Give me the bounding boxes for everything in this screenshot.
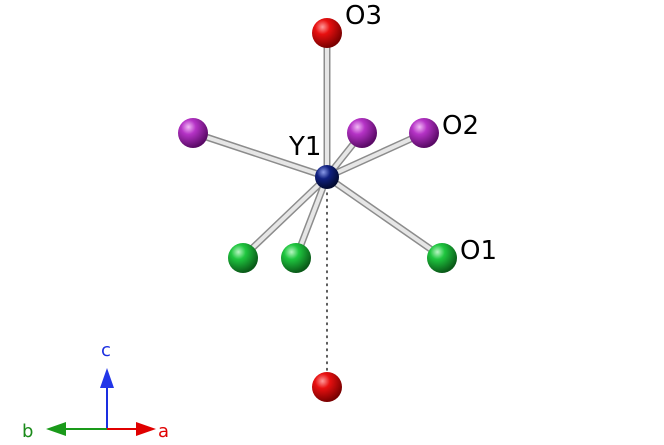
axis-a-label: a (158, 421, 169, 442)
atom-o1 (427, 243, 457, 273)
axis-b-label: b (22, 421, 33, 442)
label-y1: Y1 (288, 132, 321, 162)
atom-y1 (315, 165, 339, 189)
axis-a-arrow-icon (136, 422, 156, 436)
atom-o3 (312, 18, 342, 48)
axis-indicator: c a b (22, 340, 169, 442)
atom-o-bottom (312, 372, 342, 402)
atom-magenta-left (178, 118, 208, 148)
axis-b-arrow-icon (46, 422, 66, 436)
atom-green-mid (281, 243, 311, 273)
atom-magenta-mid (347, 118, 377, 148)
axis-c-arrow-icon (100, 368, 114, 388)
label-o2: O2 (442, 111, 479, 141)
axis-c-label: c (101, 340, 111, 361)
label-o1: O1 (460, 236, 497, 266)
atom-green-left (228, 243, 258, 273)
atom-o2 (409, 118, 439, 148)
label-o3: O3 (345, 1, 382, 31)
